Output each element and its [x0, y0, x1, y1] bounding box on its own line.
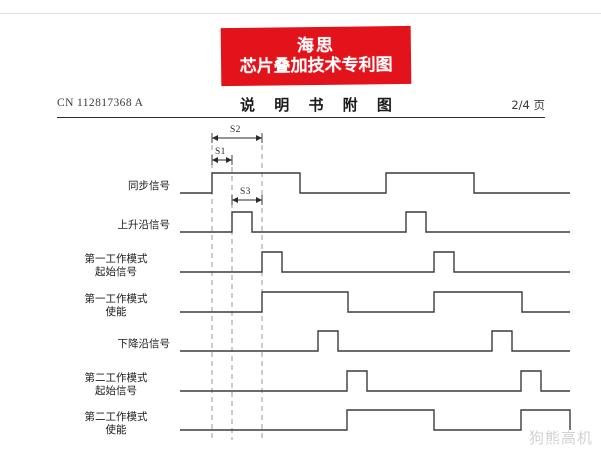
signal-label-3-line-1: 第一工作模式 — [84, 252, 148, 265]
watermark-text: 狗熊高机 — [528, 429, 593, 447]
signal-label-7: 第二工作模式使能 — [62, 411, 170, 438]
dim-arrow-right-S1 — [226, 157, 232, 163]
signal-label-5: 下降沿信号 — [62, 338, 171, 351]
signal-label-2-line-1: 上升沿信号 — [117, 219, 171, 232]
signal-label-5-line-1: 下降沿信号 — [117, 338, 171, 351]
signal-label-4: 第一工作模式使能 — [62, 293, 170, 320]
dimension-S2 — [211, 133, 263, 143]
waveform-7 — [180, 409, 571, 431]
signal-label-7-line-1: 第二工作模式 — [84, 410, 148, 423]
signal-label-1: 同步信号 — [62, 180, 170, 193]
dim-arrow-right-S2 — [256, 135, 262, 141]
waveform-2 — [180, 211, 570, 233]
dimension-label-S2: S2 — [230, 125, 241, 135]
signal-label-1-line-1: 同步信号 — [128, 180, 170, 193]
patent-number: CN 112817368 A — [57, 97, 144, 109]
signal-label-7-line-2: 使能 — [105, 424, 127, 436]
dimension-label-S3: S3 — [240, 187, 251, 197]
waveform-3 — [180, 251, 570, 273]
dim-arrow-left-S2 — [212, 135, 218, 141]
signal-label-4-line-1: 第一工作模式 — [84, 292, 148, 305]
signal-label-4-line-2: 使能 — [105, 306, 127, 318]
waveform-4 — [180, 291, 570, 313]
page-number: 2/4 页 — [511, 98, 545, 112]
dim-arrow-left-S1 — [212, 157, 218, 163]
signal-label-6: 第二工作模式起始信号 — [62, 372, 170, 399]
signal-label-3-line-2: 起始信号 — [95, 266, 137, 278]
dimension-S3 — [231, 195, 263, 205]
page-title: 说 明 书 附 图 — [240, 96, 399, 114]
header-divider — [57, 117, 545, 118]
dim-arrow-right-S3 — [256, 197, 262, 203]
signal-label-6-line-1: 第二工作模式 — [84, 371, 148, 384]
waveform-5 — [180, 330, 570, 352]
waveform-6 — [180, 370, 570, 392]
signal-label-2: 上升沿信号 — [62, 219, 171, 232]
waveform-1 — [180, 172, 570, 194]
dimension-label-S1: S1 — [215, 147, 226, 157]
page-top-divider — [0, 13, 601, 14]
dimension-S1 — [211, 155, 233, 165]
document-header: CN 112817368 A 说 明 书 附 图 2/4 页 — [57, 96, 545, 116]
signal-label-3: 第一工作模式起始信号 — [62, 253, 170, 280]
signal-label-6-line-2: 起始信号 — [95, 385, 137, 397]
dim-arrow-left-S3 — [232, 197, 238, 203]
